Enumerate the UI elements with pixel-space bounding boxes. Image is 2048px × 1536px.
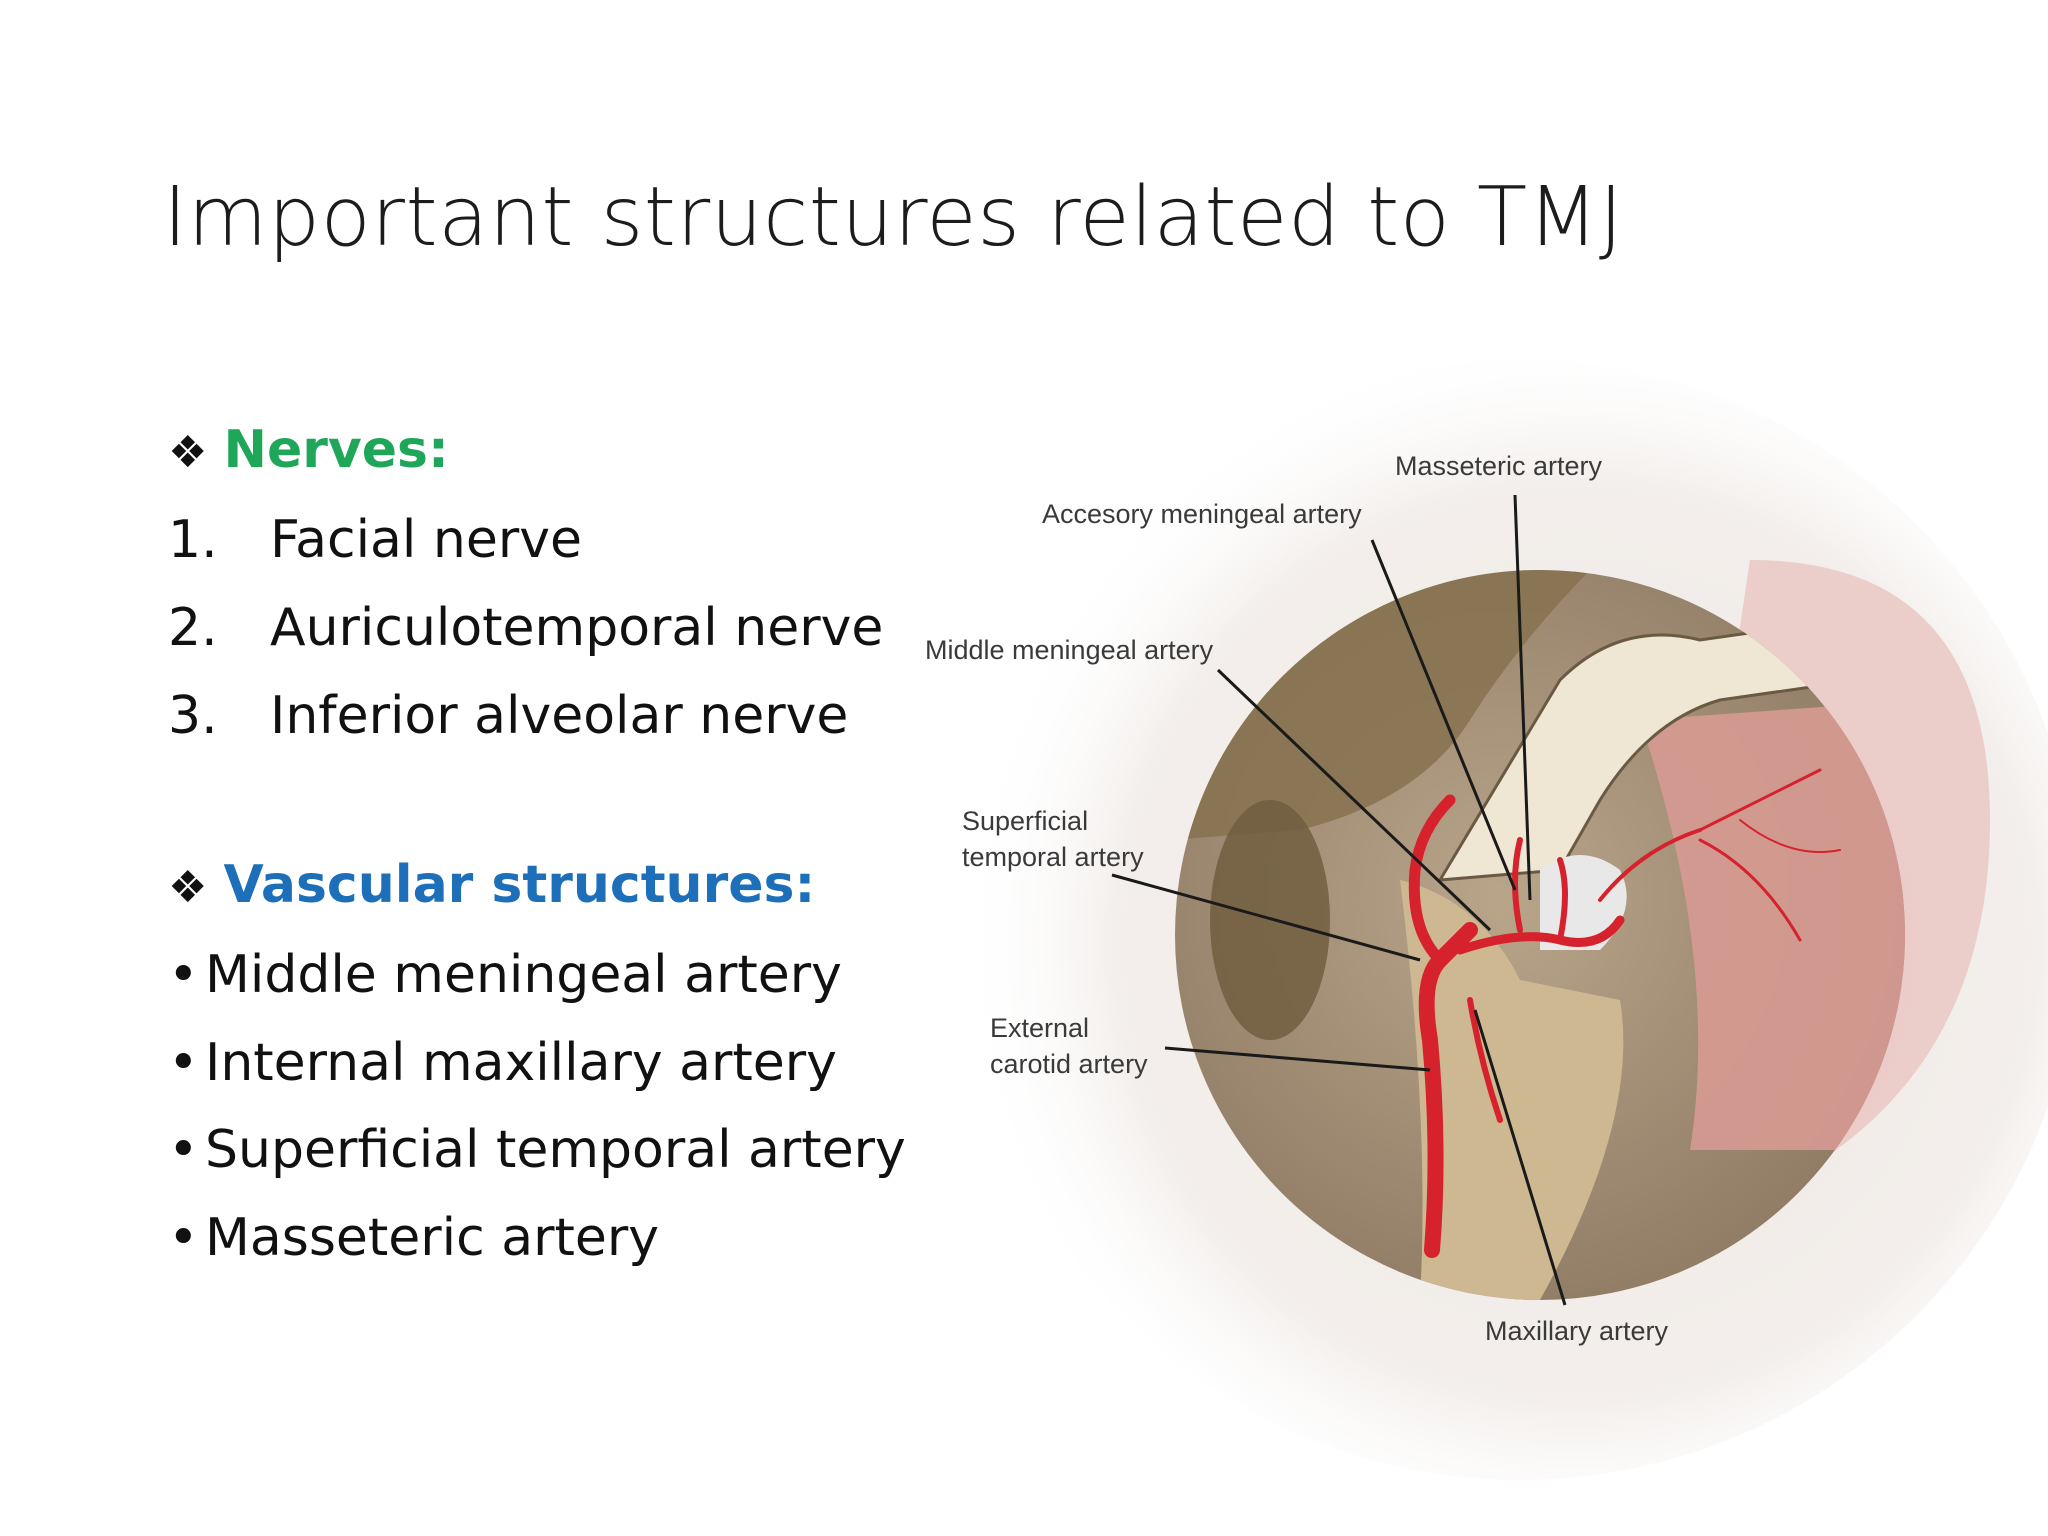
nerve-item-facial: Facial nerve bbox=[270, 510, 582, 570]
nerve-item-auriculotemporal: Auriculotemporal nerve bbox=[270, 598, 884, 658]
facial-branch-1 bbox=[1698, 768, 1822, 832]
artery-paths bbox=[1408, 768, 1841, 1258]
small-branch bbox=[1598, 828, 1702, 902]
nerve-number-2: 2. bbox=[168, 598, 218, 658]
label-external-line2: carotid artery bbox=[990, 1049, 1148, 1079]
vascular-item-internal-maxillary: Internal maxillary artery bbox=[205, 1033, 837, 1093]
mandible-shape bbox=[1400, 880, 1624, 1300]
facial-branch-3 bbox=[1739, 819, 1841, 853]
vascular-item-masseteric: Masseteric artery bbox=[205, 1208, 660, 1268]
middle-meningeal-artery-path bbox=[1512, 837, 1523, 933]
vascular-item-superficial-temporal: Superficial temporal artery bbox=[205, 1120, 906, 1180]
nerves-heading-label: Nerves: bbox=[223, 420, 449, 480]
label-masseteric-artery: Masseteric artery bbox=[1395, 451, 1603, 481]
vascular-heading: ❖ Vascular structures: bbox=[168, 855, 815, 915]
nerve-number-1: 1. bbox=[168, 510, 218, 570]
leader-superficial bbox=[1111, 873, 1421, 962]
facial-branch-2 bbox=[1698, 838, 1802, 942]
bullet-icon: • bbox=[168, 1033, 199, 1093]
label-superficial-line2: temporal artery bbox=[962, 842, 1144, 872]
tmj-anatomy-illustration: Masseteric artery Accesory meningeal art… bbox=[900, 360, 2048, 1536]
superficial-temporal-artery bbox=[1408, 794, 1456, 966]
muscle-tissue bbox=[1640, 700, 1905, 1150]
label-accessory-meningeal-artery: Accesory meningeal artery bbox=[1042, 499, 1362, 529]
diamond-bullet-icon: ❖ bbox=[168, 862, 208, 913]
descending-branch bbox=[1467, 997, 1503, 1123]
leader-external bbox=[1164, 1046, 1431, 1072]
vascular-heading-label: Vascular structures: bbox=[223, 855, 816, 915]
leader-lines bbox=[1111, 494, 1567, 1306]
leader-middle bbox=[1216, 668, 1492, 932]
external-carotid-artery bbox=[1418, 922, 1478, 1258]
label-external-line1: External bbox=[990, 1013, 1089, 1043]
bullet-icon: • bbox=[168, 1120, 199, 1180]
slide-title: Important structures related to TMJ bbox=[163, 170, 1624, 265]
vascular-item-middle-meningeal: Middle meningeal artery bbox=[205, 945, 842, 1005]
bullet-icon: • bbox=[168, 945, 199, 1005]
nerve-item-inferior-alveolar: Inferior alveolar nerve bbox=[270, 686, 849, 746]
branch-artery bbox=[1557, 857, 1568, 943]
nerves-heading: ❖ Nerves: bbox=[168, 420, 449, 480]
label-maxillary-artery: Maxillary artery bbox=[1485, 1316, 1669, 1346]
diamond-bullet-icon: ❖ bbox=[168, 427, 208, 478]
label-superficial-line1: Superficial bbox=[962, 806, 1088, 836]
leader-masseteric bbox=[1513, 494, 1532, 901]
leader-maxillary bbox=[1473, 1009, 1567, 1306]
label-middle-meningeal-artery: Middle meningeal artery bbox=[925, 635, 1214, 665]
bullet-icon: • bbox=[168, 1208, 199, 1268]
nerve-number-3: 3. bbox=[168, 686, 218, 746]
leader-accessory bbox=[1370, 539, 1517, 891]
